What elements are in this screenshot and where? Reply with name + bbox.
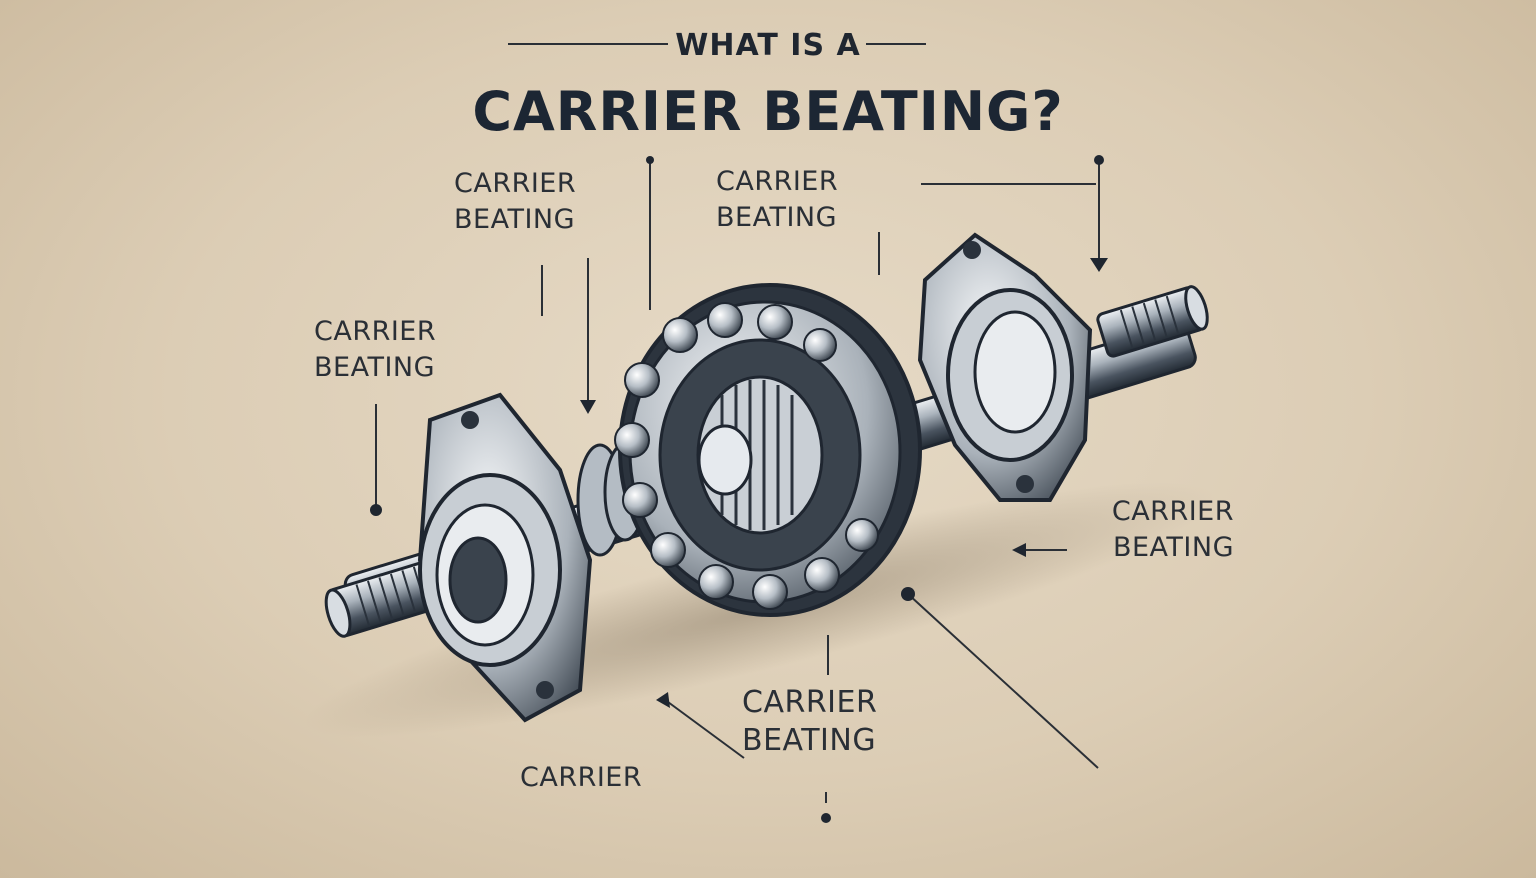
left-flange-housing <box>417 392 593 723</box>
right-splined-end <box>1096 285 1209 358</box>
callout-mid-left: CARRIER BEATING <box>314 314 436 386</box>
callout-line: CARRIER <box>454 168 577 199</box>
callout-right: CARRIER BEATING <box>1062 494 1234 566</box>
callout-line: CARRIER <box>520 762 643 793</box>
arrow-heads <box>580 258 1108 708</box>
callout-bottom-center: CARRIER BEATING <box>742 684 877 760</box>
callout-line: BEATING <box>1112 532 1234 563</box>
callout-line: CARRIER <box>314 316 437 347</box>
callout-line: BEATING <box>454 204 576 235</box>
callout-line: CARRIER <box>742 685 878 720</box>
leader-dots <box>370 155 1104 823</box>
leader-lines <box>375 43 1100 803</box>
central-bearing <box>614 283 922 617</box>
right-flange-housing <box>917 232 1093 502</box>
page-title: CARRIER BEATING? <box>472 80 1064 143</box>
callout-bottom-left: CARRIER <box>520 760 642 796</box>
callout-top-left: CARRIER BEATING <box>454 166 576 238</box>
callout-line: CARRIER <box>1111 496 1234 527</box>
title-line1: WHAT IS A <box>675 28 861 63</box>
callout-line: BEATING <box>716 202 838 233</box>
callout-line: BEATING <box>314 352 436 383</box>
callout-top-center: CARRIER BEATING <box>716 164 838 236</box>
callout-line: BEATING <box>742 723 877 758</box>
callout-line: CARRIER <box>716 166 839 197</box>
